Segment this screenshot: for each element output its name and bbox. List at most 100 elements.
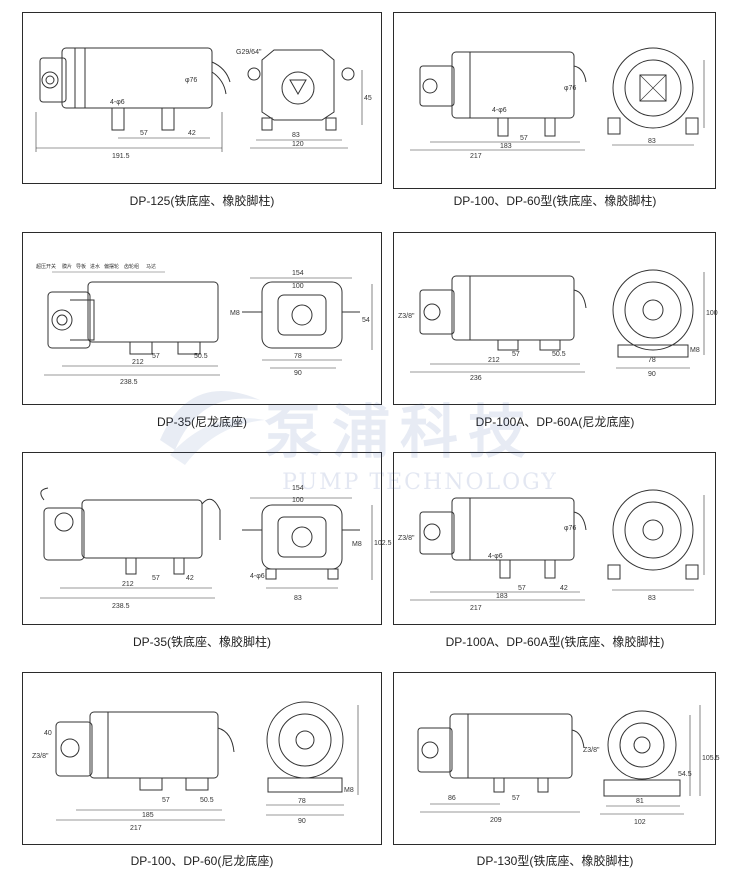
dim-label: 102	[634, 819, 646, 826]
dim-label: φ76	[564, 85, 576, 92]
dim-label: 81	[636, 798, 644, 805]
panel-dp100a-iron	[393, 452, 716, 625]
dim-label: 4-φ6	[488, 553, 503, 560]
dim-label: 50.5	[200, 797, 214, 804]
dim-label: Z3/8"	[398, 535, 415, 542]
dim-label: 42	[188, 130, 196, 137]
dim-label: Z3/8"	[32, 753, 49, 760]
caption-dp130-iron: DP-130型(铁底座、橡胶脚柱)	[476, 854, 634, 868]
dim-label: 45	[364, 95, 372, 102]
dim-label: 4-φ6	[492, 107, 507, 114]
caption-dp100-dp60-iron: DP-100、DP-60型(铁底座、橡胶脚柱)	[453, 194, 657, 208]
dim-label: 57	[162, 797, 170, 804]
dim-label: 191.5	[112, 153, 130, 160]
dim-label: 217	[470, 153, 482, 160]
panel-dp35-nylon	[22, 232, 382, 405]
drawing-dp35n-side	[44, 271, 220, 376]
panel-dp100a-nylon	[393, 232, 716, 405]
dim-label: 183	[500, 143, 512, 150]
dim-label: M8	[690, 347, 700, 354]
drawing-dp130-front	[600, 705, 701, 815]
drawing-dp100-n-side	[55, 711, 235, 821]
panel-dp130-iron	[393, 672, 716, 845]
dim-label: 105.5	[702, 755, 720, 762]
panel-dp100-nylon	[22, 672, 382, 845]
dim-label: 57	[152, 575, 160, 582]
dim-label: 83	[648, 595, 656, 602]
dim-label: 238.5	[112, 603, 130, 610]
dim-label: 83	[294, 595, 302, 602]
dim-label: G29/64"	[236, 49, 262, 56]
drawing-dp100a-i-side	[410, 497, 587, 601]
dim-label: 57	[520, 135, 528, 142]
drawing-dp100a-i-front	[607, 489, 705, 591]
dim-label: 57	[140, 130, 148, 137]
dim-label: Z3/8"	[583, 747, 600, 754]
dim-label: 50.5	[194, 353, 208, 360]
dim-label: 83	[648, 138, 656, 145]
dim-label: 78	[298, 798, 306, 805]
dim-label: 154	[292, 270, 304, 277]
caption-dp125: DP-125(铁底座、橡胶脚柱)	[129, 194, 275, 208]
dim-label: 217	[470, 605, 482, 612]
dim-label: 90	[298, 818, 306, 825]
part-label: 导板	[76, 263, 86, 270]
part-label: 偏摆轮	[104, 263, 119, 270]
drawing-dp125-front	[247, 49, 363, 149]
dim-label: 57	[512, 351, 520, 358]
dim-label: 54	[362, 317, 370, 324]
drawing-dp125-side	[35, 47, 231, 152]
dim-label: 50.5	[552, 351, 566, 358]
dim-label: 4-φ6	[110, 99, 125, 106]
dim-label: 102.5	[374, 540, 392, 547]
caption-dp35-iron: DP-35(铁底座、橡胶脚柱)	[132, 635, 271, 649]
part-label: 马达	[146, 263, 156, 270]
dim-label: 185	[142, 812, 154, 819]
dim-label: 40	[44, 730, 52, 737]
caption-dp35-nylon: DP-35(尼龙底座)	[156, 415, 247, 429]
dim-label: M8	[230, 310, 240, 317]
caption-dp100-nylon: DP-100、DP-60(尼龙底座)	[130, 854, 274, 868]
dim-label: 78	[648, 357, 656, 364]
part-label: 膜片	[62, 263, 72, 270]
dim-label: 217	[130, 825, 142, 832]
dim-label: M8	[344, 787, 354, 794]
dim-label: 154	[292, 485, 304, 492]
dim-label: 57	[152, 353, 160, 360]
dim-label: 83	[292, 132, 300, 139]
dim-label: 78	[294, 353, 302, 360]
dim-label: 183	[496, 593, 508, 600]
dim-label: 238.5	[120, 379, 138, 386]
dim-label: 90	[294, 370, 302, 377]
drawing-dp35i-front	[242, 497, 373, 589]
drawing-dp100-side	[410, 51, 587, 151]
dim-label: 42	[186, 575, 194, 582]
part-label: 齿轮组	[124, 263, 139, 270]
drawing-dp100a-n-side	[410, 275, 587, 373]
dim-label: 100	[292, 283, 304, 290]
dim-label: Z3/8"	[398, 313, 415, 320]
dim-label: 57	[518, 585, 526, 592]
dim-label: 90	[648, 371, 656, 378]
panel-dp125	[22, 12, 382, 184]
dim-label: φ76	[185, 77, 197, 84]
dim-label: 209	[490, 817, 502, 824]
drawing-dp130-side	[417, 713, 585, 813]
drawing-dp35i-side	[40, 487, 221, 599]
dim-label: M8	[352, 541, 362, 548]
part-label: 进水	[90, 263, 100, 270]
dim-label: 54.5	[678, 771, 692, 778]
dim-label: 212	[488, 357, 500, 364]
dim-label: 4-φ6	[250, 573, 265, 580]
drawing-dp100a-n-front	[612, 269, 705, 369]
dim-label: 100	[292, 497, 304, 504]
caption-dp100a-iron: DP-100A、DP-60A型(铁底座、橡胶脚柱)	[445, 635, 665, 649]
dim-label: 236	[470, 375, 482, 382]
dim-label: 120	[292, 141, 304, 148]
dim-label: 212	[132, 359, 144, 366]
dim-label: 212	[122, 581, 134, 588]
drawing-dp35n-front	[242, 277, 373, 369]
dim-label: 42	[560, 585, 568, 592]
part-label: 超压开关	[36, 263, 56, 270]
